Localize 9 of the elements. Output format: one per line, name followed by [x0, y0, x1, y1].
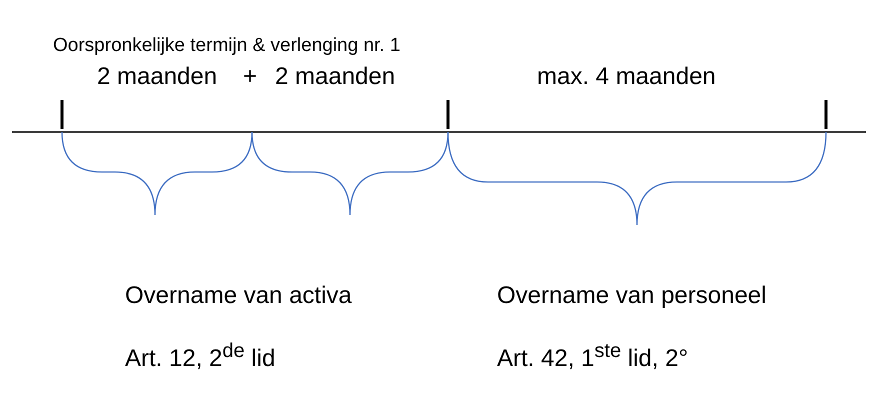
- section-heading: Overname van activa: [125, 283, 352, 310]
- plus-sign: +: [243, 64, 258, 90]
- duration-label: 2 maanden: [275, 64, 396, 90]
- duration-label: 2 maanden: [97, 64, 218, 90]
- period-heading: Oorspronkelijke termijn & verlenging nr. 1: [53, 36, 400, 57]
- article-reference: Art. 12, 2$^{de}$ lid: [125, 340, 276, 372]
- duration-label: max. 4 maanden: [537, 64, 716, 90]
- article-reference: Art. 42, 1$^{ste}$ lid, 2°: [497, 340, 688, 372]
- section-heading: Overname van personeel: [497, 283, 766, 310]
